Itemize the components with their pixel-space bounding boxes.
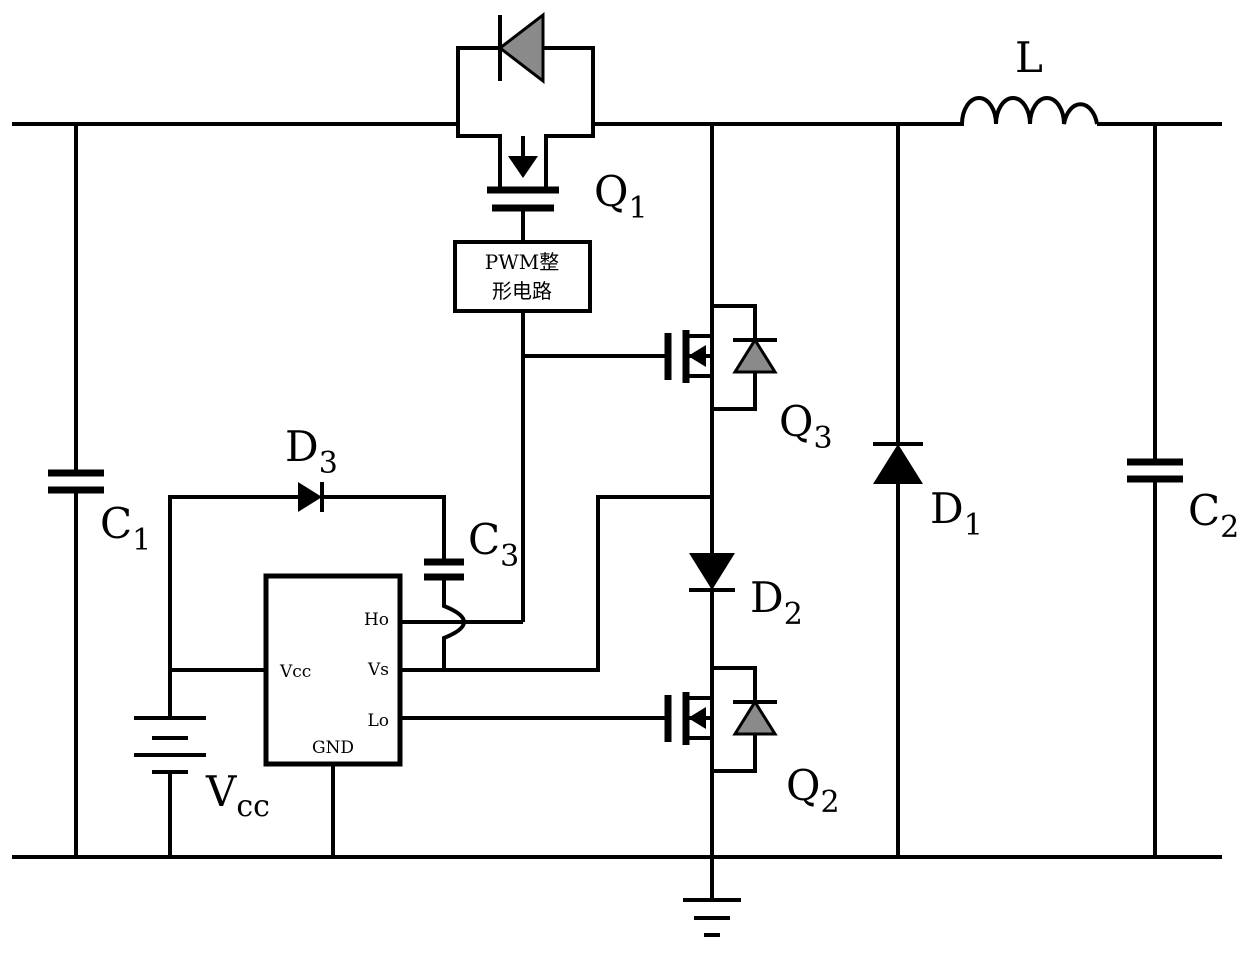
driver-ic: Ho Vs Lo Vcc GND [263, 573, 403, 857]
pwm-shaping-block: PWM整 形电路 [453, 240, 592, 313]
mosfet-q2 [400, 692, 712, 745]
label-d2: D2 [750, 573, 803, 632]
label-c1: C1 [100, 499, 151, 558]
label-q2: Q2 [786, 761, 840, 820]
pwm-block-line1: PWM整 [485, 250, 560, 274]
pin-gnd: GND [312, 738, 354, 758]
label-d3: D3 [285, 422, 338, 481]
capacitor-c1 [48, 124, 104, 857]
diode-d2 [689, 553, 735, 592]
capacitor-c3 [424, 558, 467, 670]
pin-vcc: Vcc [279, 662, 311, 682]
pin-vs: Vs [367, 660, 389, 680]
pin-lo: Lo [367, 711, 389, 731]
label-c3: C3 [468, 515, 519, 574]
vs-node-wire [400, 495, 712, 672]
bootstrap-wire [168, 495, 446, 857]
ho-gate-wire [466, 311, 666, 624]
battery-vcc [134, 716, 206, 774]
label-q3: Q3 [779, 397, 833, 456]
label-vcc: Vcc [205, 767, 270, 824]
label-inductor: L [1015, 33, 1043, 82]
diode-d3 [298, 482, 324, 512]
diode-d1 [873, 124, 923, 857]
label-q1: Q1 [594, 167, 648, 226]
q2-body-diode [712, 666, 778, 773]
mosfet-q3 [664, 330, 712, 383]
label-c2: C2 [1188, 486, 1239, 545]
pwm-block-line2: 形电路 [492, 279, 552, 303]
label-d1: D1 [930, 484, 983, 543]
q3-body-diode [712, 304, 778, 411]
ground-icon [683, 898, 741, 937]
mosfet-q1 [456, 124, 595, 242]
pin-ho: Ho [364, 610, 389, 630]
capacitor-c2 [1127, 124, 1183, 857]
q1-body-diode [456, 11, 595, 124]
inductor-l [958, 96, 1099, 126]
